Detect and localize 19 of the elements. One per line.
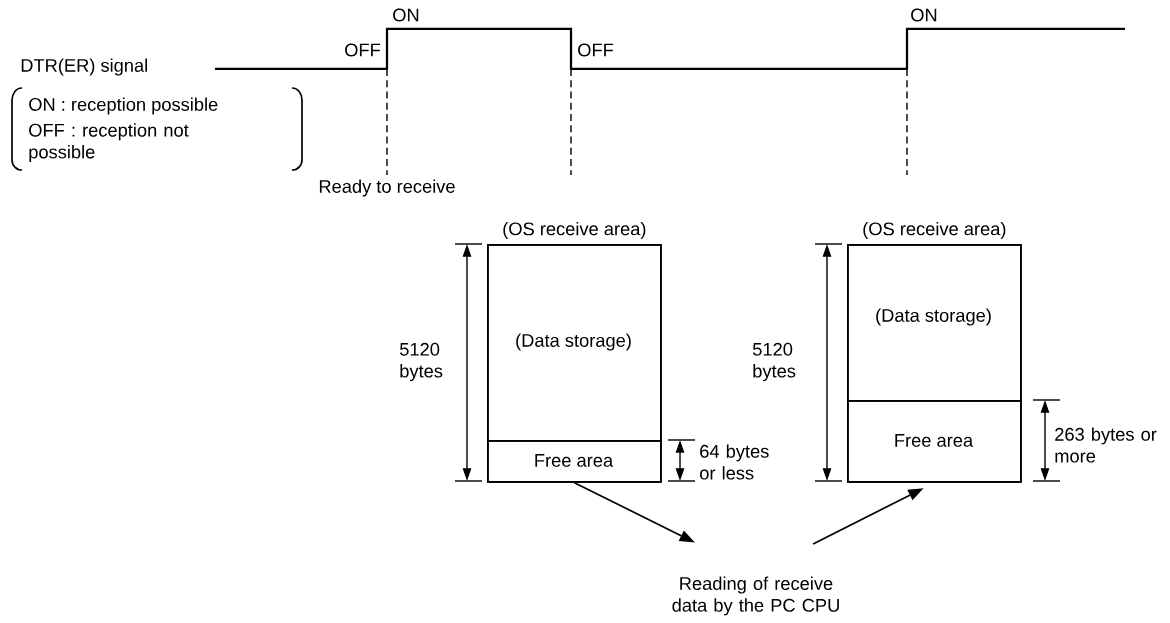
dimension-label: 5120 bytes — [400, 342, 443, 382]
free-area-section: Free area — [847, 400, 1022, 483]
node-label: (OS receive area) — [863, 221, 1006, 239]
legend-text: OFF : reception not possible — [29, 123, 189, 163]
event-label: Ready to receive — [319, 179, 455, 197]
state-label: OFF — [578, 43, 614, 57]
state-label: ON — [393, 8, 419, 22]
dimension-label: 263 bytes or more — [1055, 427, 1157, 463]
state-label: OFF — [345, 43, 381, 57]
storage-section: (Data storage) — [487, 244, 662, 442]
note-text: Reading of receive data by the PC CPU — [672, 576, 839, 616]
state-label: ON — [911, 8, 937, 22]
dimension-label: 64 bytes or less — [700, 444, 769, 480]
dimension-label: 5120 bytes — [753, 342, 796, 382]
free-area-section: Free area — [487, 440, 662, 483]
legend-text: ON : reception possible — [29, 97, 218, 115]
signal-label: DTR(ER) signal — [21, 58, 147, 76]
storage-section: (Data storage) — [847, 244, 1022, 402]
node-label: (OS receive area) — [503, 221, 646, 239]
